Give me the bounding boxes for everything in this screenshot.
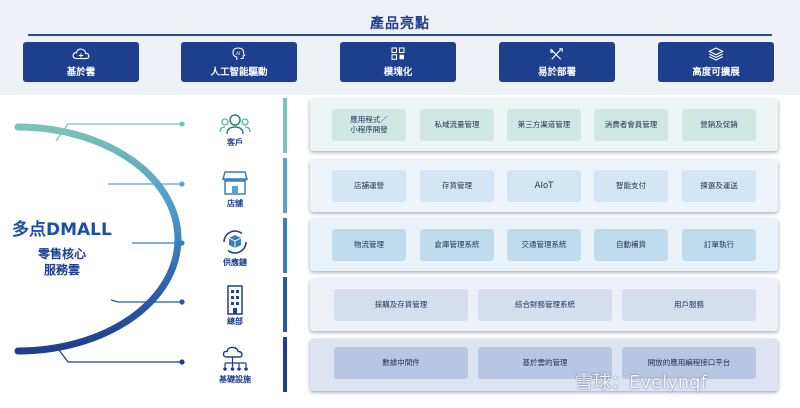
cloud-icon: [72, 48, 90, 60]
title-underline: [28, 34, 772, 36]
watermark-text: 雪球：Evelynqf: [575, 372, 707, 393]
capability-chip: 綜合財務管理系統: [478, 289, 612, 321]
supply-chain-icon: [223, 230, 247, 254]
svg-text:AI: AI: [236, 51, 240, 57]
capability-chip: 採購及存貨管理: [334, 289, 468, 321]
core-service-title: 零售核心 服務雲: [22, 246, 102, 278]
capability-chip: 消費者會員管理: [594, 109, 668, 141]
page-title: 產品亮點: [370, 16, 430, 32]
store-icon: [222, 171, 248, 195]
capability-chip: 開放的應用編程接口平台: [622, 347, 756, 379]
capability-chip: 用戶服務: [622, 289, 756, 321]
layer-bar-store: [283, 158, 287, 213]
customer-icon: [219, 114, 251, 135]
feature-easy-deploy: 易於部署: [499, 42, 615, 82]
layer-label-customer: 客戶: [227, 138, 243, 147]
capability-chip: AIoT: [507, 170, 581, 202]
connector-supply-chain: [132, 240, 185, 246]
supply-chain-layer-icon: [215, 222, 255, 262]
capability-chip: 交通管理系統: [507, 229, 581, 261]
connector-customer: [55, 121, 185, 142]
brand-logo-text: 多点DMALL: [12, 220, 112, 240]
feature-highly-scalable: 高度可擴展: [658, 42, 774, 82]
layer-panel-supply-chain: 物流管理 倉庫管理系統 交通管理系統 自動補貨 訂單執行: [310, 219, 778, 271]
layer-panel-store: 店舖運營 存貨管理 AIoT 智能支付 揀選及運送: [310, 160, 778, 212]
core-arc: [14, 123, 182, 355]
capability-chip: 基於雲的管理: [478, 347, 612, 379]
layers-icon: [708, 47, 724, 61]
layer-bar-customer: [283, 98, 287, 153]
ai-head-icon: AI: [232, 47, 246, 60]
layer-panel-headquarters: 採購及存貨管理 綜合財務管理系統 用戶服務: [310, 279, 778, 331]
connector-headquarters: [110, 299, 185, 305]
capability-chip: 物流管理: [332, 229, 406, 261]
feature-ai-driven: AI 人工智能驅動: [181, 42, 297, 82]
customer-layer-icon: [215, 104, 255, 144]
capability-chip: 店舖運營: [332, 170, 406, 202]
capability-chip: 私域流量管理: [420, 109, 494, 141]
layer-label-infrastructure: 基礎設施: [219, 375, 251, 384]
headquarters-layer-icon: [215, 280, 255, 320]
feature-modular: 模塊化: [340, 42, 456, 82]
feature-label: 高度可擴展: [692, 67, 740, 78]
capability-chip: 自動補貨: [594, 229, 668, 261]
capability-chip: 智能支付: [594, 170, 668, 202]
layer-bar-headquarters: [283, 277, 287, 332]
layer-label-headquarters: 總部: [227, 317, 243, 326]
layer-bar-infrastructure: [283, 337, 287, 392]
connector-store: [108, 181, 185, 187]
core-title-line2: 服務雲: [43, 263, 80, 277]
core-arc-diagram: [14, 121, 185, 365]
connector-infrastructure: [55, 345, 185, 365]
capability-chip: 揀選及運送: [682, 170, 756, 202]
core-title-line1: 零售核心: [37, 247, 86, 261]
infrastructure-icon: [222, 346, 248, 371]
capability-chip: 存貨管理: [420, 170, 494, 202]
layer-panel-infrastructure: 數據中間件 基於雲的管理 開放的應用編程接口平台: [310, 339, 778, 391]
capability-chip: 第三方渠道管理: [507, 109, 581, 141]
capability-chip: 倉庫管理系統: [420, 229, 494, 261]
feature-label: 基於雲: [66, 67, 96, 78]
infrastructure-layer-icon: [215, 338, 255, 378]
feature-label: 模塊化: [383, 67, 413, 78]
layer-panel-customer: 應用程式／ 小程序開發 私域流量管理 第三方渠道管理 消費者會員管理 營銷及促銷: [310, 99, 778, 151]
layer-label-store: 店舖: [227, 199, 243, 208]
feature-cloud-based: 基於雲: [23, 42, 139, 82]
capability-chip: 應用程式／ 小程序開發: [332, 109, 406, 141]
feature-label: 人工智能驅動: [210, 67, 268, 78]
layer-label-supply-chain: 供應鏈: [223, 258, 247, 267]
headquarters-icon: [227, 285, 243, 315]
feature-label: 易於部署: [537, 67, 576, 78]
store-layer-icon: [215, 163, 255, 203]
layer-bar-supply-chain: [283, 218, 287, 273]
capability-chip: 營銷及促銷: [682, 109, 756, 141]
modules-icon: [391, 47, 405, 60]
tools-icon: [550, 48, 563, 60]
capability-chip: 訂單執行: [682, 229, 756, 261]
capability-chip: 數據中間件: [334, 347, 468, 379]
